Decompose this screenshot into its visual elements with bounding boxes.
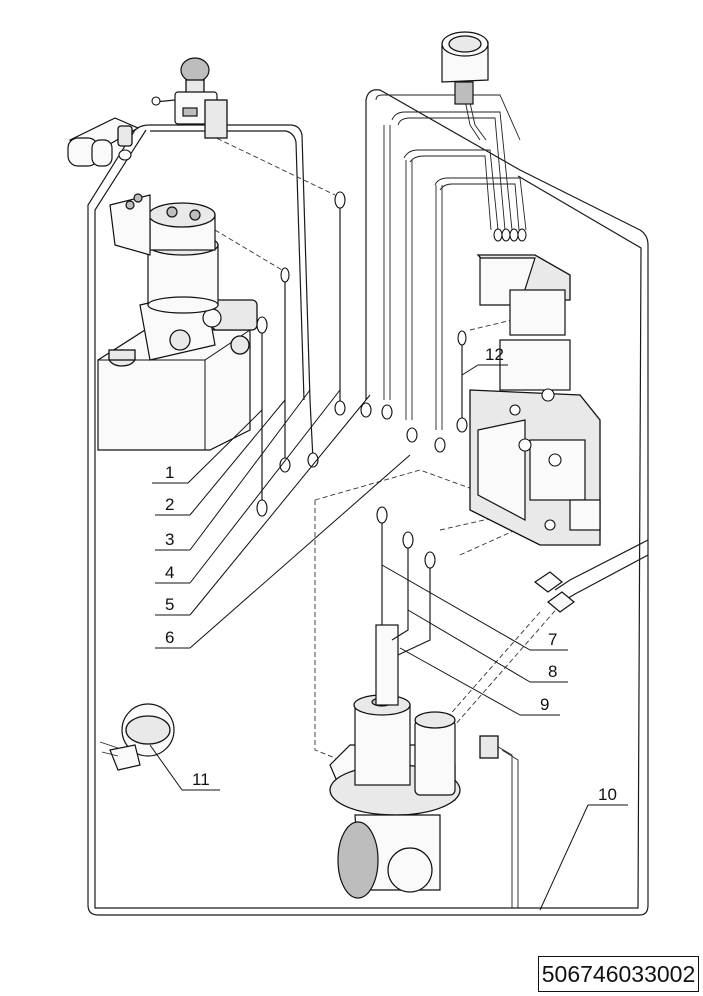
key-switch [441,31,489,105]
drawing-code: 506746033002 [541,960,696,987]
callout-5: 5 [165,595,174,614]
callout-4: 4 [165,563,174,582]
connectors [533,571,575,613]
callout-labels: 1 2 3 4 5 6 7 8 9 10 11 12 [165,345,617,804]
wiring-harness [87,84,649,916]
horn [99,703,175,771]
hydraulic-power-unit [97,193,258,451]
callout-2: 2 [165,495,174,514]
callout-11: 11 [192,770,210,789]
callout-12: 12 [485,345,504,364]
battery-disconnect-switch [151,57,228,139]
callout-8: 8 [548,662,557,681]
callout-3: 3 [165,530,174,549]
drawing-code-box: 506746033002 [538,956,699,992]
callout-7: 7 [548,630,557,649]
callout-leaders [149,364,628,911]
motor-controller [469,254,601,546]
fuse-holder [67,117,140,167]
callout-6: 6 [165,628,174,647]
callout-10: 10 [598,785,617,804]
battery-cables [256,191,527,656]
callout-9: 9 [540,695,549,714]
callout-1: 1 [165,463,174,482]
drive-unit [329,624,499,899]
